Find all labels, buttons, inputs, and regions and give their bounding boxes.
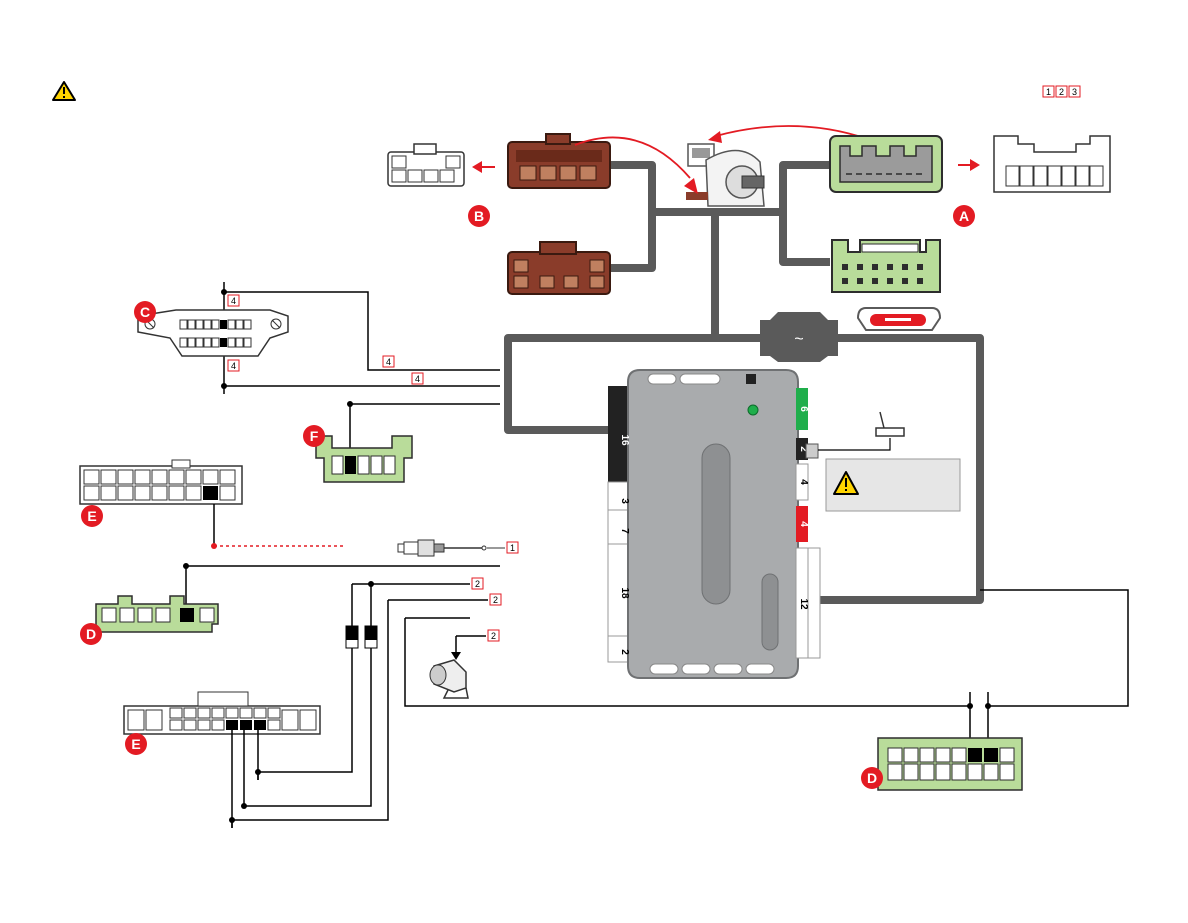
E-bottom-pins bbox=[231, 730, 259, 828]
svg-text:2: 2 bbox=[491, 631, 496, 641]
toggle-switch-icon bbox=[805, 411, 905, 459]
connector-B-badge: B bbox=[468, 205, 490, 227]
svg-text:A: A bbox=[959, 208, 969, 224]
diode-icon bbox=[364, 625, 378, 649]
svg-text:1: 1 bbox=[510, 543, 515, 553]
port-left-16: 16 bbox=[619, 434, 630, 446]
arrow-curved-right bbox=[715, 125, 859, 137]
arrow-head-icon bbox=[684, 178, 698, 194]
svg-text:2: 2 bbox=[475, 579, 480, 589]
siren-icon bbox=[429, 659, 469, 699]
connector-F-badge: F bbox=[303, 425, 325, 447]
connector-A2-green bbox=[831, 239, 941, 293]
svg-text:E: E bbox=[87, 508, 96, 524]
arrow-left-icon bbox=[472, 161, 495, 173]
connector-D-right-green bbox=[877, 737, 1023, 791]
port-right-4-red: 4 bbox=[798, 521, 809, 527]
connector-E-top bbox=[79, 459, 243, 505]
svg-text:E: E bbox=[131, 736, 140, 752]
main-harness bbox=[504, 161, 984, 604]
connector-B-white bbox=[387, 143, 465, 187]
note-tag-1: 1 bbox=[1046, 87, 1051, 97]
connector-E-top-badge: E bbox=[81, 505, 103, 527]
note-tag-2: 2 bbox=[1059, 87, 1064, 97]
connector-A-white bbox=[993, 135, 1111, 193]
port-right-4-white: 4 bbox=[798, 479, 809, 485]
tag-obd-bottom: 4 bbox=[227, 359, 240, 372]
connector-E-bottom bbox=[123, 691, 321, 735]
module-ports-right: 6 2 4 4 12 bbox=[798, 406, 809, 610]
connector-E-bottom-badge: E bbox=[125, 733, 147, 755]
tag-wire-b: 2 bbox=[489, 593, 502, 606]
blade-fuse bbox=[856, 307, 942, 331]
warning-box bbox=[825, 458, 961, 512]
connector-A-badge: A bbox=[953, 205, 975, 227]
fuse-icon: ~ bbox=[794, 331, 803, 348]
module-ports-left: 16 3 7 18 2 bbox=[619, 434, 630, 655]
tag-wire-2: 4 bbox=[411, 372, 424, 385]
arrow-right-icon bbox=[958, 159, 980, 171]
svg-text:D: D bbox=[86, 626, 96, 642]
port-right-6: 6 bbox=[798, 406, 809, 412]
connector-D-left-badge: D bbox=[80, 623, 102, 645]
connector-C-badge: C bbox=[134, 301, 156, 323]
connector-D-right-badge: D bbox=[861, 767, 883, 789]
svg-text:B: B bbox=[474, 208, 484, 224]
D-right-wires bbox=[969, 589, 1129, 748]
diode-icon bbox=[345, 625, 359, 649]
note-tags: 1 2 3 bbox=[1042, 85, 1081, 98]
diode-wires bbox=[231, 583, 970, 828]
control-module bbox=[607, 369, 821, 679]
svg-text:4: 4 bbox=[415, 374, 420, 384]
connector-A-green bbox=[829, 135, 943, 193]
connector-D-left-green bbox=[95, 595, 219, 633]
port-right-2: 2 bbox=[798, 446, 809, 452]
header-warning-icon bbox=[52, 81, 76, 101]
ignition-switch-icon bbox=[686, 143, 765, 207]
port-left-7: 7 bbox=[619, 528, 630, 534]
port-left-2: 2 bbox=[619, 649, 630, 655]
connector-F-green bbox=[315, 435, 413, 483]
connector-C-obd bbox=[137, 309, 289, 357]
tag-siren: 2 bbox=[487, 629, 500, 642]
svg-text:4: 4 bbox=[231, 296, 236, 306]
connector-B-brown bbox=[507, 133, 611, 189]
port-left-3: 3 bbox=[619, 498, 630, 504]
antenna-icon bbox=[397, 539, 505, 557]
svg-text:C: C bbox=[140, 304, 150, 320]
arrow-curved-left bbox=[574, 136, 691, 179]
tag-wire-a: 2 bbox=[471, 577, 484, 590]
tag-wire-1: 4 bbox=[382, 355, 395, 368]
port-right-12: 12 bbox=[798, 598, 809, 610]
connector-B2-brown bbox=[507, 241, 611, 295]
port-left-18: 18 bbox=[619, 587, 630, 599]
tag-obd-top: 4 bbox=[227, 294, 240, 307]
fuse-holder: ~ bbox=[760, 312, 838, 362]
svg-text:F: F bbox=[310, 428, 319, 444]
note-tag-3: 3 bbox=[1072, 87, 1077, 97]
tag-antenna: 1 bbox=[506, 541, 519, 554]
svg-text:4: 4 bbox=[386, 357, 391, 367]
svg-text:4: 4 bbox=[231, 361, 236, 371]
svg-text:2: 2 bbox=[493, 595, 498, 605]
svg-text:D: D bbox=[867, 770, 877, 786]
arrow-head-icon bbox=[708, 131, 722, 143]
